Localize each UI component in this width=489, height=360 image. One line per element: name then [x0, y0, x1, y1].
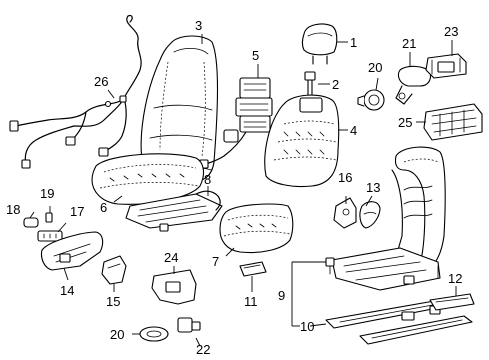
callout-13: 13 — [366, 180, 380, 195]
callout-7: 7 — [212, 254, 219, 269]
callout-17: 17 — [70, 204, 84, 219]
callout-4: 4 — [350, 123, 357, 138]
clip-part — [45, 212, 53, 223]
callout-16: 16 — [338, 170, 352, 185]
callout-18: 18 — [6, 202, 20, 217]
recliner-cover-part — [151, 269, 197, 305]
actuator-part-top — [357, 89, 385, 111]
callout-25: 25 — [398, 115, 412, 130]
callout-20-bottom: 20 — [110, 327, 124, 342]
callout-15: 15 — [106, 294, 120, 309]
headrest-part — [301, 23, 338, 65]
side-bracket-part — [333, 197, 357, 229]
headrest-guide-part — [304, 71, 316, 97]
leader-lines — [29, 34, 457, 347]
callout-5: 5 — [252, 48, 259, 63]
callout-6: 6 — [100, 200, 107, 215]
callout-19: 19 — [40, 186, 54, 201]
wire-harness-part — [9, 14, 142, 169]
callout-21: 21 — [402, 36, 416, 51]
callout-3: 3 — [195, 18, 202, 33]
seat-heater-mat-part — [125, 190, 223, 232]
callout-24: 24 — [164, 250, 178, 265]
track-cover-part — [429, 293, 475, 311]
callout-1: 1 — [350, 35, 357, 50]
callout-20-top: 20 — [368, 60, 382, 75]
callout-2: 2 — [332, 77, 339, 92]
callout-labels: 1 2 3 4 5 6 7 8 9 10 11 12 13 14 15 16 1… — [6, 18, 462, 357]
seat-cushion-pad-part — [219, 203, 294, 254]
callout-14: 14 — [60, 283, 74, 298]
callout-12: 12 — [448, 271, 462, 286]
callout-23: 23 — [444, 24, 458, 39]
inner-trim-part — [101, 255, 127, 285]
callout-8: 8 — [204, 172, 211, 187]
seatback-pad-part — [264, 94, 340, 188]
motor-part — [425, 53, 467, 79]
cover-cap-part — [239, 261, 267, 277]
callout-22: 22 — [196, 342, 210, 357]
callout-11: 11 — [244, 294, 258, 309]
switch-part — [37, 230, 63, 242]
bracket-part — [395, 65, 432, 105]
side-shield-part — [359, 201, 381, 229]
connector-part — [177, 317, 201, 333]
seatback-heater-part — [199, 77, 273, 169]
side-trim-part — [40, 231, 104, 271]
actuator-part-bottom — [139, 326, 169, 342]
seat-frame-part — [325, 146, 446, 291]
lumbar-unit-part — [423, 103, 483, 141]
callout-9: 9 — [278, 288, 285, 303]
callout-10: 10 — [300, 319, 314, 334]
knob-part — [23, 217, 39, 228]
callout-26: 26 — [94, 74, 108, 89]
